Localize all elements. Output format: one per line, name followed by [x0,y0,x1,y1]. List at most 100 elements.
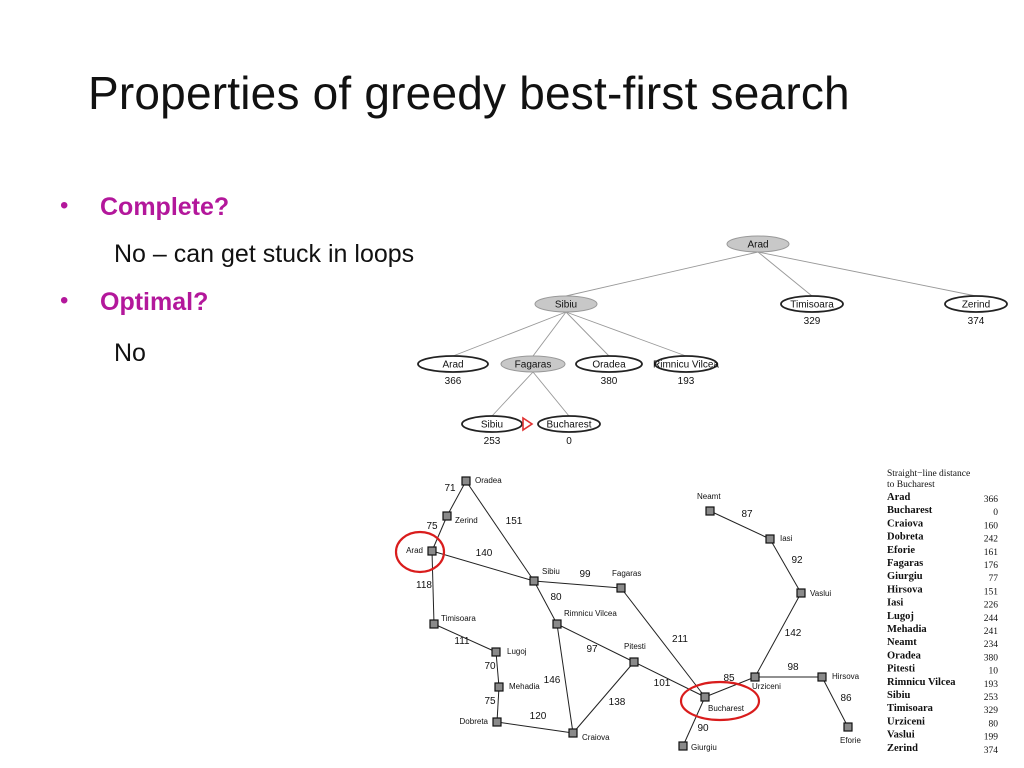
table-city-rimnicu-vilcea: Rimnicu Vilcea [887,677,956,688]
table-value-dobreta: 242 [984,535,999,545]
road-bucharest-giurgiu [682,696,706,747]
road-craiova-pitesti [572,661,635,734]
city-marker-dobreta [492,717,502,727]
city-marker-hirsova [817,672,827,682]
city-marker-bucharest [700,692,710,702]
tree-node-oradea [575,355,643,373]
tree-node-label-arad_root: Arad [747,240,768,251]
table-city-timisoara: Timisoara [887,703,934,714]
table-city-neamt: Neamt [887,637,917,648]
road-vaslui-iasi [769,538,802,594]
city-label-craiova: Craiova [582,733,610,742]
road-pitesti-bucharest [633,661,706,698]
bullet-answer-optimal: No [114,339,146,367]
tree-edge-fagaras-sibiu2 [491,371,534,417]
table-value-craiova: 160 [984,521,999,531]
tree-node-h-sibiu2: 253 [484,436,501,447]
city-label-pitesti: Pitesti [624,642,646,651]
city-marker-timisoara [429,619,439,629]
tree-node-label-sibiu2: Sibiu [481,420,503,431]
table-city-craiova: Craiova [887,518,924,529]
tree-node-h-timisoara: 329 [804,316,821,327]
road-sibiu-rimnicu [533,580,558,625]
tree-node-arad_root [726,235,790,253]
road-distance-timisoara-lugoj: 111 [454,636,470,647]
table-city-bucharest: Bucharest [887,505,933,516]
city-label-iasi: Iasi [780,534,793,543]
road-distance-oradea-sibiu: 151 [506,516,523,527]
tree-node-fagaras [500,355,566,373]
city-marker-vaslui [796,588,806,598]
tree-node-label-arad2: Arad [442,360,463,371]
road-distance-vaslui-iasi: 92 [791,555,803,566]
road-iasi-neamt [709,510,771,540]
table-value-iasi: 226 [984,601,999,611]
city-label-neamt: Neamt [697,492,721,501]
city-label-arad: Arad [406,546,423,555]
table-value-hirsova: 151 [984,587,999,597]
table-city-mehadia: Mehadia [887,624,927,635]
tree-node-timisoara [780,295,844,313]
city-marker-lugoj [491,647,501,657]
tree-edge-sibiu-oradea [565,311,610,357]
bullet-answer-complete: No – can get stuck in loops [114,240,415,268]
tree-node-zerind [944,295,1008,313]
road-distance-mehadia-dobreta: 75 [484,696,496,707]
tree-node-label-timisoara: Timisoara [790,300,834,311]
tree-node-label-sibiu: Sibiu [555,300,577,311]
road-distance-zerind-arad: 75 [426,521,438,532]
road-rimnicu-craiova [556,623,574,734]
table-value-eforie: 161 [984,548,999,558]
slide-title: Properties of greedy best-first search [88,67,850,119]
city-label-lugoj: Lugoj [507,647,527,656]
road-distance-lugoj-mehadia: 70 [484,661,496,672]
tree-node-sibiu [534,295,598,313]
bullet-question-complete: Complete? [100,193,230,221]
city-label-rimnicu: Rimnicu Vilcea [564,609,617,618]
road-sibiu-fagaras [533,580,622,589]
road-distance-rimnicu-pitesti: 97 [586,644,598,655]
city-label-urziceni: Urziceni [752,682,781,691]
road-timisoara-lugoj [433,623,497,653]
road-mehadia-dobreta [496,686,500,723]
tree-node-h-rimnicu: 193 [678,376,695,387]
table-value-bucharest: 0 [993,508,998,518]
table-value-oradea: 380 [984,653,999,663]
tree-node-label-bucharest: Bucharest [546,420,591,431]
city-marker-arad [427,546,437,556]
tree-edge-sibiu-arad2 [452,311,567,357]
tree-edge-fagaras-bucharest [532,371,570,417]
road-distance-rimnicu-craiova: 146 [544,675,561,686]
road-bucharest-urziceni [704,676,756,698]
table-value-vaslui: 199 [984,733,999,743]
highlight-circle-bucharest [679,680,761,722]
table-city-eforie: Eforie [887,545,915,556]
city-marker-sibiu [529,576,539,586]
city-marker-urziceni [750,672,760,682]
tree-node-h-oradea: 380 [601,376,618,387]
road-distance-dobreta-craiova: 120 [530,711,547,722]
city-label-mehadia: Mehadia [509,682,540,691]
city-marker-fagaras [616,583,626,593]
road-distance-sibiu-rimnicu: 80 [550,592,562,603]
table-value-giurgiu: 77 [989,574,999,584]
table-value-urziceni: 80 [989,719,999,729]
road-distance-arad-timisoara: 118 [416,580,432,591]
tree-node-h-zerind: 374 [968,316,985,327]
tree-node-arad2 [417,355,489,373]
road-arad-timisoara [431,550,435,625]
road-distance-hirsova-eforie: 86 [840,693,852,704]
city-marker-craiova [568,728,578,738]
city-marker-oradea [461,476,471,486]
tree-edge-sibiu-rimnicu [565,311,687,357]
table-city-vaslui: Vaslui [887,730,915,741]
city-label-hirsova: Hirsova [832,672,860,681]
road-distance-urziceni-hirsova: 98 [787,662,799,673]
bullet-question-optimal: Optimal? [100,288,209,316]
city-marker-neamt [705,506,715,516]
highlight-circle-arad [394,530,446,574]
table-value-arad: 366 [984,495,999,505]
table-value-rimnicu-vilcea: 193 [984,680,999,690]
tree-edge-arad_root-sibiu [565,251,759,297]
